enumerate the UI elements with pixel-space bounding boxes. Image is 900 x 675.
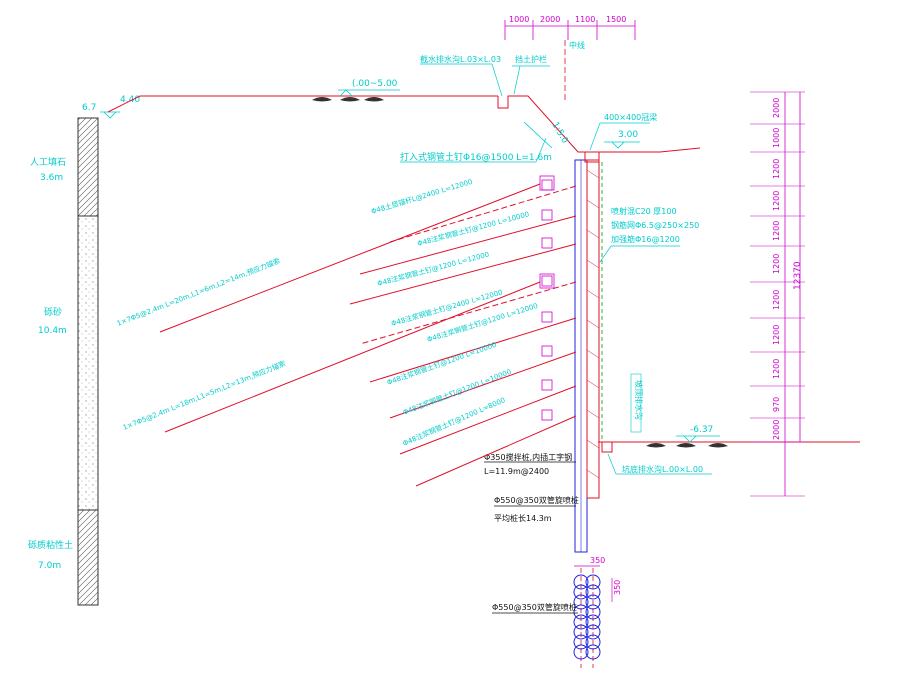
- nail-head-icon: [541, 209, 553, 221]
- top-dim-2: 2000: [540, 15, 560, 24]
- top-nail-label: 打入式钢管土钉Φ16@1500 L=1.6m: [400, 151, 552, 163]
- plan-dim-top: 350: [590, 556, 605, 565]
- nail-line: [399, 385, 577, 455]
- nail-line: [369, 317, 577, 383]
- grade-left-label: 6.7: [82, 103, 96, 113]
- retaining-wall: [574, 151, 603, 553]
- ground-mid-mark: [339, 89, 353, 97]
- right-dim-value: 1200: [772, 359, 781, 379]
- soil-layer-2-thick: 10.4m: [38, 326, 67, 336]
- cap-beam-label: 400×400冠梁: [604, 113, 657, 122]
- right-dims-layer: 2000 1000 1200 1200 1200 1200 1200 1200 1200 970 2…: [750, 91, 805, 497]
- slope-label: 1:5.0: [549, 121, 569, 146]
- grade-right-mark: [604, 141, 640, 149]
- grade-left2-label: 4.40: [120, 95, 140, 105]
- top-axis-label: 中线: [569, 40, 585, 50]
- nail-head-icon: [541, 345, 553, 357]
- soil-layer-1-thick: 3.6m: [40, 173, 63, 183]
- jet-pile-circle: [573, 634, 589, 650]
- top-dim-4: 1500: [606, 15, 626, 24]
- pile-label-2: L=11.9m@2400: [484, 467, 549, 476]
- nail-line: [389, 351, 577, 419]
- nail-head-icon: [541, 311, 553, 323]
- berm-note: 坡顶排水沟: [634, 380, 644, 420]
- jet-pile-circle: [573, 614, 589, 630]
- nail-label: Φ48土层锚杆L@2400 L=12000: [370, 177, 473, 216]
- facing-label-2: 钢筋网Φ6.5@250×250: [611, 220, 699, 230]
- jet-pile-circle: [573, 604, 589, 620]
- right-dim-value: 2000: [772, 420, 781, 440]
- right-dim-value: 1200: [772, 159, 781, 179]
- soil-layer-3-name: 砾质粘性土: [28, 539, 73, 551]
- top-dim-chain: [504, 20, 636, 40]
- nail-head-icon: [541, 179, 553, 191]
- jet-pile-circle: [573, 624, 589, 640]
- pile-label-1: Φ350搅拌桩,内插工字钢: [484, 452, 572, 462]
- soil-layer-2-name: 砾砂: [44, 306, 62, 318]
- plan-jet-piles: [573, 565, 613, 668]
- drain-top-label: 截水排水沟L.03×L.03: [420, 54, 501, 64]
- right-dim-value: 1000: [772, 128, 781, 148]
- nail-head-icon: [541, 409, 553, 421]
- jet-pile-circle: [585, 634, 601, 650]
- right-dim-value: 1200: [772, 325, 781, 345]
- jet-pile-circle: [585, 594, 601, 610]
- jet-pile-circle: [573, 644, 589, 660]
- jet-pile-circle: [585, 624, 601, 640]
- nail-head-icon: [541, 237, 553, 249]
- nail-head-icon: [541, 379, 553, 391]
- ground-mid-label: (.00~5.00: [352, 79, 398, 89]
- bottom-drain-label: 坑底排水沟L.00×L.00: [622, 464, 703, 474]
- right-dim-value: 2000: [772, 98, 781, 118]
- jet-pile-circle: [585, 614, 601, 630]
- nail-line: [359, 281, 577, 345]
- guard-label: 挡土护栏: [515, 54, 547, 64]
- jet-pile-circle: [585, 604, 601, 620]
- cable-head-icon: [539, 175, 555, 191]
- soil-layer-1-name: 人工填石: [30, 156, 66, 168]
- jet-label-2: 平均桩长14.3m: [494, 513, 552, 523]
- jet-pile-circle: [585, 644, 601, 660]
- nail-line: [359, 215, 577, 275]
- facing-label-3: 加强筋Φ16@1200: [611, 234, 680, 244]
- right-dim-value: 1200: [772, 290, 781, 310]
- plan-jet-label: Φ550@350双管旋喷桩: [492, 602, 577, 612]
- cable-label: 1×7Φ5@2.4m L=18m,L1=5m,L2=13m,预应力锚索: [121, 359, 286, 432]
- bottom-drain-symbol: [601, 442, 613, 453]
- jet-label-1: Φ550@350双管旋喷桩: [494, 495, 579, 505]
- right-total-label: 12370: [793, 261, 803, 290]
- nail-head-icon: [541, 275, 553, 287]
- grade-left-mark: [100, 111, 120, 119]
- bottom-level-label: -6.37: [690, 425, 713, 435]
- right-dim-value: 1200: [772, 254, 781, 274]
- right-dim-value: 970: [772, 397, 781, 412]
- cable-head-icon: [539, 273, 555, 289]
- soil-layer-3-thick: 7.0m: [38, 561, 61, 571]
- nail-line: [349, 243, 577, 305]
- soil-column: [77, 117, 99, 606]
- cable-line: [164, 281, 541, 433]
- top-dim-1: 1000: [509, 15, 529, 24]
- jet-pile-circle: [573, 574, 589, 590]
- top-dim-3: 1100: [575, 15, 595, 24]
- right-dim-value: 1200: [772, 191, 781, 211]
- nail-line: [389, 185, 577, 243]
- facing-label-1: 喷射混C20 厚100: [611, 206, 677, 216]
- jet-pile-circle: [585, 574, 601, 590]
- cable-line: [159, 183, 541, 333]
- jet-pile-circle: [573, 584, 589, 600]
- right-dim-value: 1200: [772, 221, 781, 241]
- jet-pile-circle: [585, 584, 601, 600]
- plan-dim-side: 350: [613, 580, 622, 595]
- grade-right-label: 3.00: [618, 130, 638, 140]
- nail-line: [415, 415, 577, 487]
- ground-line: [107, 95, 860, 443]
- ground-hatch: [312, 97, 728, 448]
- jet-pile-circle: [573, 594, 589, 610]
